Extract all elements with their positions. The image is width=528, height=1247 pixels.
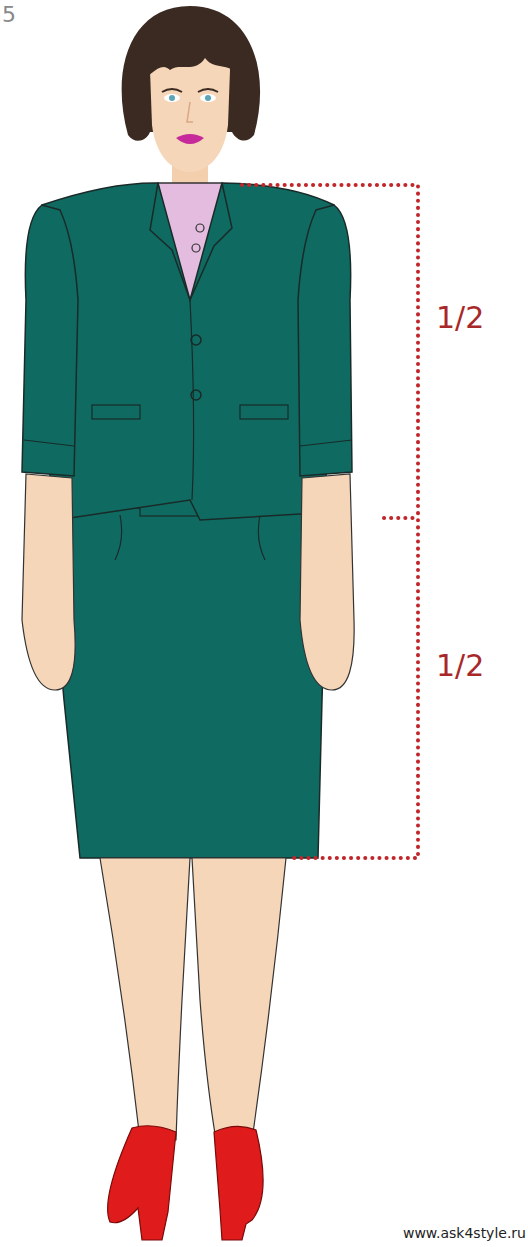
proportion-label: 1/2	[436, 300, 484, 335]
figure-number: 5	[2, 2, 16, 27]
proportion-label: 1/2	[436, 648, 484, 683]
proportion-bracket	[242, 185, 418, 858]
watermark: www.ask4style.ru	[403, 1225, 526, 1241]
